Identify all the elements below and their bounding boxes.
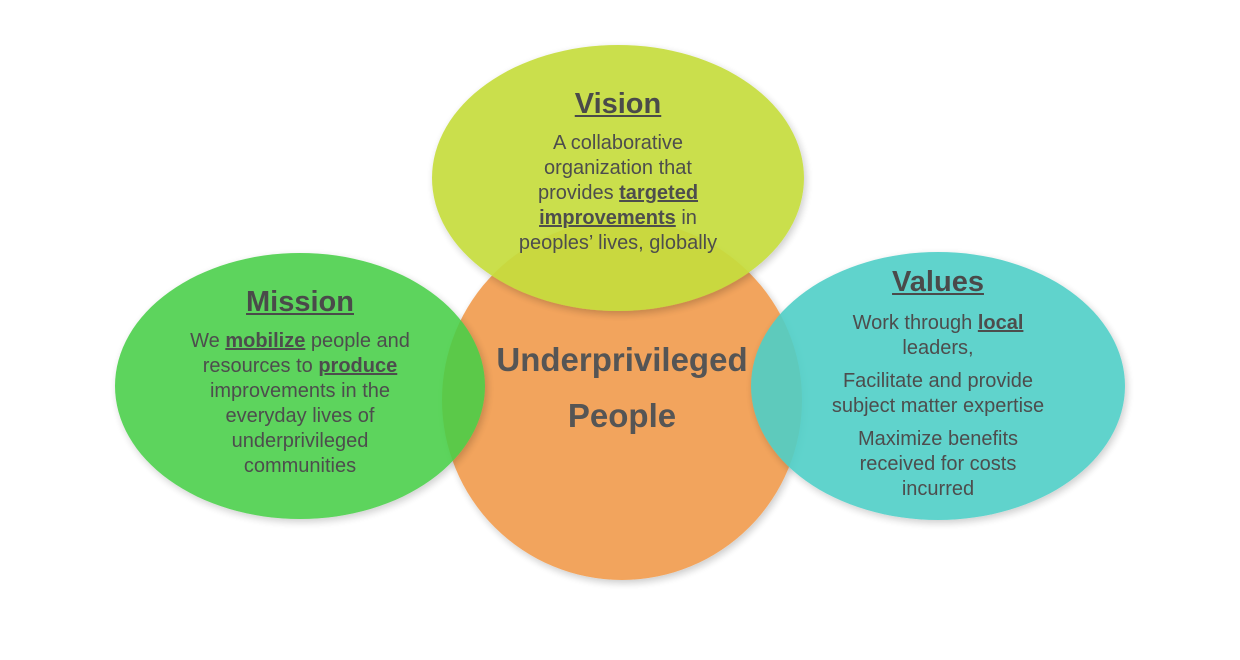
text-fragment: people and <box>305 330 410 352</box>
text-fragment: resources to <box>202 355 319 377</box>
text-fragment: A collaborative <box>552 132 684 154</box>
text-fragment: Work through <box>852 312 978 334</box>
center-label-line1: Underprivileged <box>496 341 748 378</box>
values-text-line: Work through local <box>790 311 1086 336</box>
text-fragment: communities <box>243 455 357 477</box>
vision-text-line: peoples’ lives, globally <box>470 231 766 256</box>
center-label-line2: People <box>567 397 677 434</box>
mission-text-line: underprivileged <box>150 429 450 454</box>
emphasis-word: produce <box>318 355 398 377</box>
emphasis-word: targeted <box>619 182 699 204</box>
text-fragment: We <box>190 330 226 352</box>
emphasis-word: local <box>977 312 1024 334</box>
text-fragment: peoples’ lives, globally <box>518 232 718 254</box>
text-fragment: received for costs <box>859 453 1017 475</box>
values-paragraph: Facilitate and provide subject matter exp… <box>790 369 1086 419</box>
mission-text-line: communities <box>150 454 450 479</box>
values-text-line: received for costs <box>790 452 1086 477</box>
mission-text-line: everyday lives of <box>150 404 450 429</box>
emphasis-word: mobilize <box>225 330 306 352</box>
vision-ellipse <box>432 45 804 311</box>
vision-title: Vision <box>574 88 662 120</box>
mission-ellipse <box>115 253 485 519</box>
values-paragraph: Maximize benefits received for costs incur… <box>790 427 1086 502</box>
text-fragment: Facilitate and provide <box>842 370 1034 392</box>
text-fragment: improvements in the <box>209 380 391 402</box>
values-text-line: Maximize benefits <box>790 427 1086 452</box>
values-text-line: subject matter expertise <box>790 394 1086 419</box>
vision-text-line: organization that <box>470 156 766 181</box>
values-text-line: leaders, <box>790 336 1086 361</box>
values-ellipse <box>751 252 1125 520</box>
text-fragment: Maximize benefits <box>857 428 1019 450</box>
values-title: Values <box>892 266 984 298</box>
text-fragment: leaders, <box>902 337 974 359</box>
vision-text-line: A collaborative <box>470 131 766 156</box>
mission-text-line: We mobilize people and <box>150 329 450 354</box>
vision-text-line: improvements in <box>470 206 766 231</box>
text-fragment: in <box>675 207 697 229</box>
text-fragment: organization that <box>544 157 692 179</box>
values-text-line: incurred <box>790 477 1086 502</box>
mission-text-line: resources to produce <box>150 354 450 379</box>
text-fragment: everyday lives of <box>225 405 375 427</box>
text-fragment: subject matter expertise <box>831 395 1045 417</box>
center-circle <box>442 220 802 580</box>
text-fragment: underprivileged <box>231 430 369 452</box>
center-label: Underprivileged People <box>462 332 782 444</box>
emphasis-word: improvements <box>539 207 676 229</box>
mission-text-line: improvements in the <box>150 379 450 404</box>
text-fragment: incurred <box>901 478 975 500</box>
vision-text-line: provides targeted <box>470 181 766 206</box>
mission-title: Mission <box>246 286 354 318</box>
values-text-line: Facilitate and provide <box>790 369 1086 394</box>
text-fragment: provides <box>537 182 620 204</box>
